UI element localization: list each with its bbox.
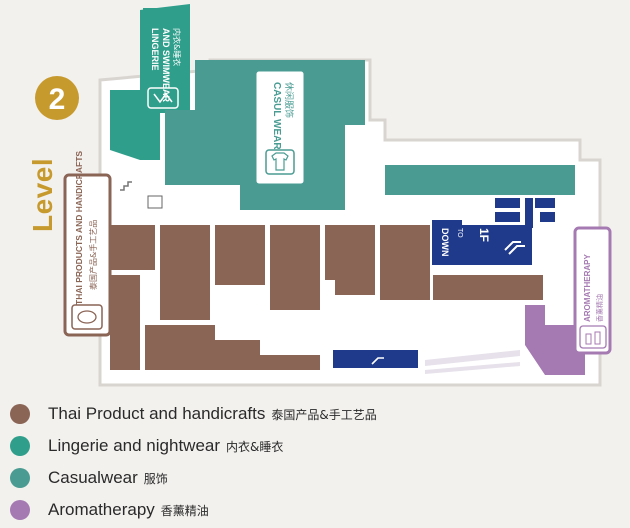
legend-label-zh: 服饰 bbox=[143, 471, 168, 486]
tshirt-icon bbox=[265, 149, 295, 175]
legend-label-zh: 香薰精油 bbox=[160, 503, 209, 518]
bottom-service-strip bbox=[333, 350, 520, 374]
legend-dot-lingerie bbox=[10, 436, 30, 456]
thai-products-zone[interactable] bbox=[110, 225, 543, 370]
lingerie-label-line2: AND SWIMWEAR bbox=[161, 28, 171, 102]
legend: Thai Product and handicrafts 泰国产品&手工艺品 L… bbox=[0, 392, 630, 528]
thai-label-zh: 泰国产品&手工艺品 bbox=[88, 220, 98, 290]
legend-item-lingerie: Lingerie and nightwear 内衣&睡衣 bbox=[10, 432, 283, 460]
legend-dot-casual bbox=[10, 468, 30, 488]
floor-map: Level 2 LINGERIE AND SWIMWEAR 内衣&睡衣 CASU… bbox=[27, 4, 612, 387]
legend-label: Thai Product and handicrafts bbox=[48, 404, 266, 423]
stairs-icon bbox=[120, 181, 132, 191]
aroma-label-zh: 香薰精油 bbox=[595, 294, 604, 322]
thai-label-en: THAI PRODUCTS AND HANDICRAFTS bbox=[74, 151, 84, 305]
down-label-line3: 1F bbox=[477, 228, 491, 242]
legend-item-aroma: Aromatherapy 香薰精油 bbox=[10, 496, 209, 524]
handicraft-icon bbox=[71, 304, 103, 330]
legend-item-thai: Thai Product and handicrafts 泰国产品&手工艺品 bbox=[10, 400, 377, 428]
escalator-icon bbox=[504, 241, 525, 255]
legend-label: Aromatherapy bbox=[48, 500, 155, 519]
service-blocks bbox=[495, 198, 555, 228]
casual-label-zh: 休闲服饰 bbox=[283, 82, 295, 118]
legend-label: Casualwear bbox=[48, 468, 138, 487]
legend-label-zh: 内衣&睡衣 bbox=[226, 439, 284, 454]
lingerie-label-zh: 内衣&睡衣 bbox=[172, 28, 182, 66]
lingerie-label-line1: LINGERIE bbox=[150, 28, 160, 71]
level-word: Level bbox=[27, 158, 58, 232]
casual-label-box bbox=[253, 68, 307, 187]
service-icon bbox=[147, 195, 163, 209]
aroma-label-en: AROMATHERAPY bbox=[583, 253, 592, 322]
level-badge bbox=[35, 76, 79, 120]
legend-label-zh: 泰国产品&手工艺品 bbox=[271, 407, 377, 422]
level-number: 2 bbox=[49, 83, 66, 116]
legend-item-casual: Casualwear 服饰 bbox=[10, 464, 168, 492]
aroma-label-box bbox=[573, 226, 612, 355]
down-label-line2: TO bbox=[456, 228, 463, 238]
aromatherapy-zone[interactable] bbox=[525, 305, 585, 375]
down-label-line1: DOWN bbox=[440, 228, 450, 257]
legend-dot-thai bbox=[10, 404, 30, 424]
casual-label-en: CASUL WEAR bbox=[271, 82, 282, 150]
lingerie-icon bbox=[147, 87, 179, 109]
aroma-bottles-icon bbox=[579, 325, 607, 349]
thai-label-box bbox=[63, 173, 112, 337]
legend-label: Lingerie and nightwear bbox=[48, 436, 221, 455]
down-to-1f-zone[interactable] bbox=[432, 220, 532, 265]
legend-dot-aroma bbox=[10, 500, 30, 520]
